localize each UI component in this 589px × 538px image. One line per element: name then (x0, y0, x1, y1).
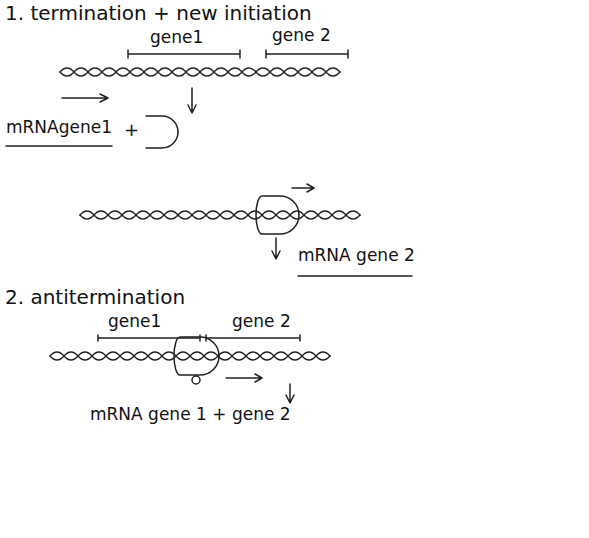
down-arrow (272, 238, 280, 259)
mrna-label: mRNA gene 1 + gene 2 (90, 405, 291, 425)
dna-strand (60, 68, 340, 76)
gene-label: gene1 (150, 28, 203, 48)
dna-strand (80, 211, 360, 219)
down-arrow (286, 384, 294, 403)
rna-polymerase (256, 196, 299, 234)
gene-label: gene1 (108, 312, 161, 332)
direction-arrow (292, 184, 314, 192)
section-heading: 1. termination + new initiation (5, 2, 312, 25)
gene-bracket (206, 335, 300, 341)
direction-arrow (226, 374, 262, 382)
plus-sign: + (124, 120, 139, 141)
gene-bracket (266, 50, 348, 58)
mrna-line (298, 275, 412, 277)
antitermination-factor (192, 376, 200, 384)
down-arrow (188, 88, 196, 113)
rna-polymerase (146, 116, 178, 148)
mrna-line (6, 145, 112, 147)
direction-arrow (62, 94, 108, 102)
dna-strand (60, 68, 340, 76)
gene-label: gene 2 (232, 312, 291, 332)
dna-strand (50, 352, 330, 360)
section-heading: 2. antitermination (5, 286, 185, 309)
gene-bracket (128, 50, 240, 58)
mrna-label: mRNA gene 2 (298, 246, 415, 266)
gene-label: gene 2 (272, 26, 331, 46)
rna-polymerase (174, 337, 219, 375)
mrna-label: mRNAgene1 (6, 118, 112, 138)
gene-bracket (98, 335, 200, 341)
dna-strand (80, 211, 360, 219)
dna-strand (50, 352, 330, 360)
